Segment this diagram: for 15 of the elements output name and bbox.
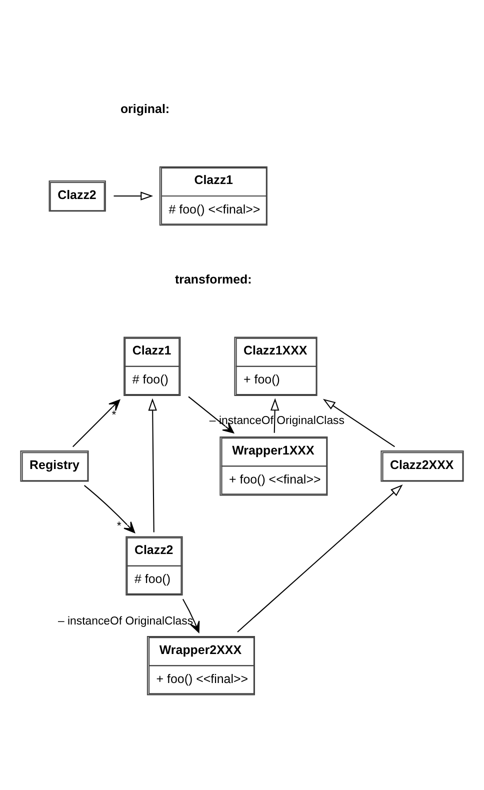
arrow (237, 484, 403, 632)
arrow (182, 598, 200, 632)
arrow (188, 396, 234, 433)
arrow (322, 398, 395, 447)
arrow (84, 484, 136, 533)
arrow (270, 398, 280, 432)
label: transformed: (174, 272, 252, 286)
edge-label: – instanceOf OriginalClass (58, 615, 194, 628)
arrow (148, 398, 157, 532)
arrow (114, 191, 154, 200)
edge-label: * (116, 520, 122, 532)
edge-label: * (112, 409, 116, 421)
arrow (72, 398, 120, 447)
edge-label: – instanceOf OriginalClass (209, 414, 344, 426)
label: original: (120, 102, 170, 116)
